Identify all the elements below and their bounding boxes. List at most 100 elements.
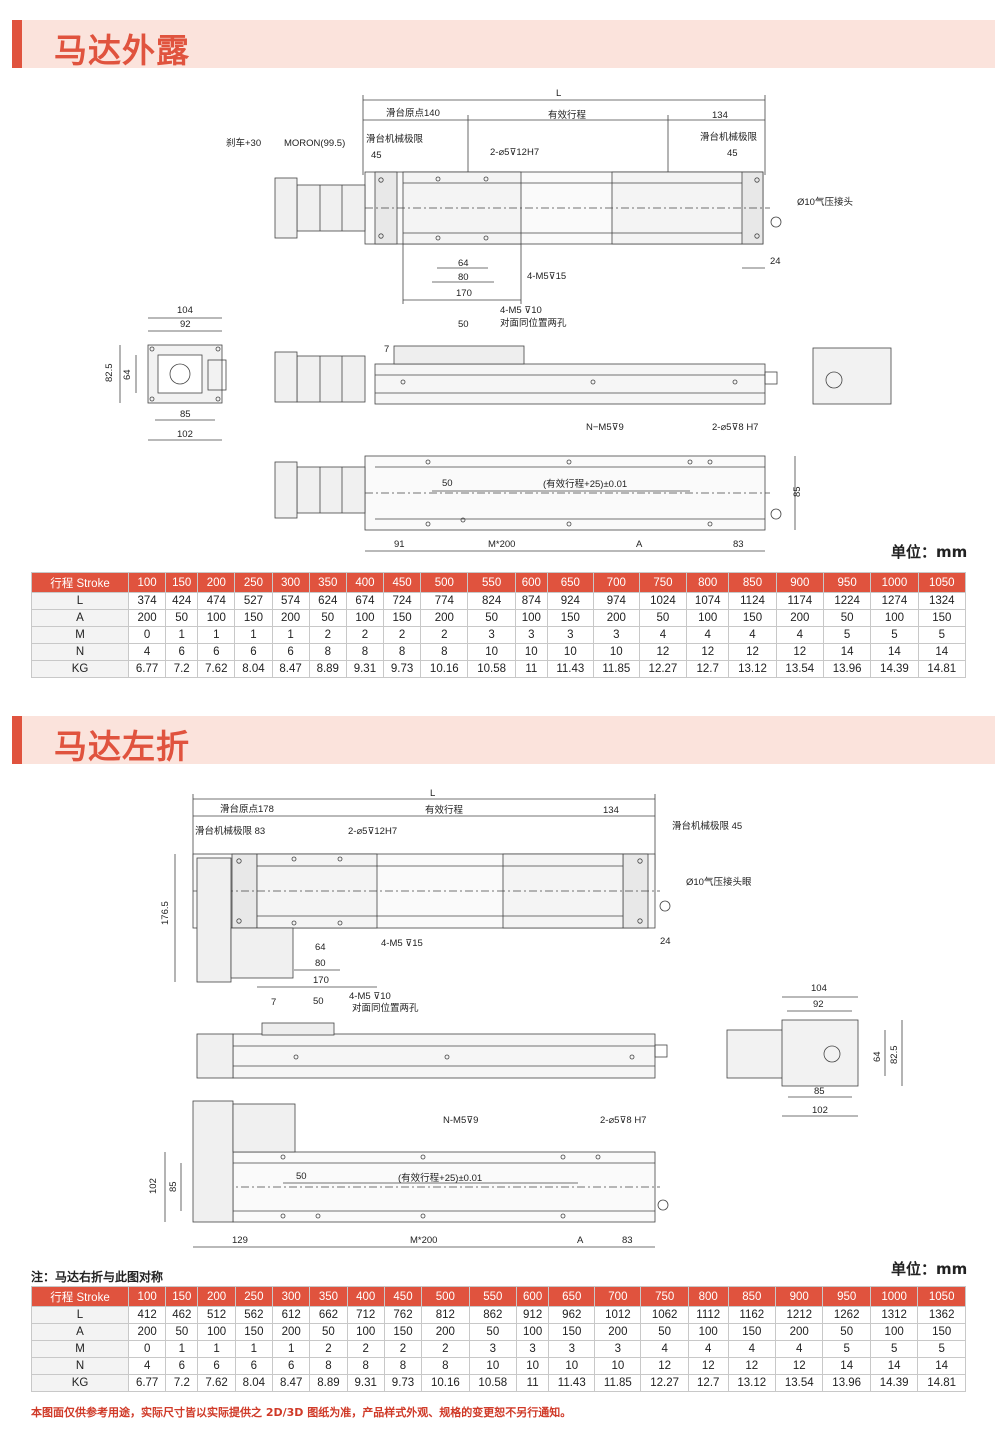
table-cell: 1262 [822, 1306, 871, 1324]
dim-102: 102 [177, 429, 193, 440]
dim-50-bottom-2: 50 [296, 1171, 307, 1182]
table-cell: 8.89 [309, 1374, 348, 1392]
table-cell: 9.73 [383, 1374, 423, 1392]
section-title: 马达外露 [54, 31, 190, 70]
table-cell: 150 [917, 1323, 966, 1341]
table-cell: 9.73 [382, 660, 422, 678]
table-cell: 11 [514, 660, 548, 678]
table-cell: 200 [594, 1323, 642, 1341]
table-cell: 8 [383, 1357, 423, 1375]
dim-end-2: 134 [603, 805, 619, 816]
table-cell: 11.43 [546, 660, 594, 678]
top-view-2 [174, 794, 671, 988]
table-cell: 5 [869, 1340, 919, 1358]
dim-85-bottom: 85 [792, 486, 803, 497]
header-stroke-value: 850 [727, 1286, 777, 1307]
row-header: L [31, 592, 129, 610]
header-stroke-value: 650 [546, 572, 594, 593]
bottom-view [274, 455, 796, 552]
table-cell: 100 [687, 1323, 729, 1341]
table-cell: 13.96 [822, 1374, 871, 1392]
note-mirror: 注：马达右折与此图对称 [31, 1270, 164, 1284]
header-stroke-value: 950 [822, 1286, 871, 1307]
table-cell: 8 [309, 1357, 348, 1375]
section-header-motor-exposed: 马达外露 [12, 20, 995, 70]
table-cell: 3 [516, 1340, 550, 1358]
table-cell: 762 [383, 1306, 423, 1324]
table-cell: 662 [309, 1306, 348, 1324]
dim-lim-right: 45 [727, 148, 738, 159]
header-stroke-value: 350 [308, 572, 347, 593]
dim-7-2: 7 [271, 997, 276, 1008]
table-cell: 1 [272, 1340, 311, 1358]
dim-82-5-2: 82.5 [889, 1046, 900, 1065]
table-cell: 412 [127, 1306, 167, 1324]
label-samehole-2: 对面同位置两孔 [352, 1002, 419, 1014]
header-stroke-value: 900 [775, 1286, 824, 1307]
table-cell: 10.16 [421, 1374, 470, 1392]
table-cell: 200 [272, 1323, 311, 1341]
drawing-motor-exposed: L 滑台原点140 有效行程 134 刹车+30 MORON(99.5) 滑台机… [104, 88, 892, 552]
table-cell: 0 [127, 626, 167, 644]
label-pin-top: 2-⌀5⊽12H7 [490, 147, 539, 158]
header-stroke-value: 700 [594, 1286, 642, 1307]
dim-50-bottom: 50 [442, 478, 453, 489]
table-cell: 862 [468, 1306, 518, 1324]
table-cell: 712 [346, 1306, 385, 1324]
label-nm5: N−M5⊽9 [586, 422, 624, 433]
section-header-motor-left-fold: 马达左折 [12, 716, 995, 766]
table-cell: 10.58 [468, 1374, 518, 1392]
table-cell: 3 [548, 1340, 596, 1358]
table-cell: 5 [822, 1340, 871, 1358]
table-cell: 13.96 [822, 660, 872, 678]
section-title: 马达左折 [54, 727, 190, 766]
header-stroke-value: 500 [421, 1286, 470, 1307]
label-screw-2: 4-M5 ⊽15 [381, 938, 423, 949]
header-stroke-value: 300 [272, 1286, 311, 1307]
dim-82-5: 82.5 [104, 364, 115, 383]
top-view [274, 95, 782, 304]
dim-moron: MORON(99.5) [284, 138, 345, 149]
label-samehole: 对面同位置两孔 [500, 317, 567, 329]
header-stroke-value: 500 [420, 572, 469, 593]
table-cell: 150 [382, 609, 422, 627]
dim-64: 64 [458, 258, 469, 269]
dim-80: 80 [458, 272, 469, 283]
header-stroke-value: 200 [197, 1286, 236, 1307]
side-view [274, 345, 892, 405]
table-cell: 0 [127, 1340, 167, 1358]
dim-brake: 刹车+30 [226, 137, 261, 149]
table-cell: 100 [197, 1323, 236, 1341]
label-mech-right: 滑台机械极限 [700, 131, 758, 143]
table-cell: 10 [546, 643, 594, 661]
dim-end: 134 [712, 110, 728, 121]
header-stroke-value: 650 [548, 1286, 596, 1307]
table-cell: 200 [271, 609, 310, 627]
dim-92-2: 92 [813, 999, 824, 1010]
label-screw2: 4-M5 ⊽10 [500, 305, 542, 316]
dim-64-end: 64 [122, 369, 133, 380]
header-stroke-value: 1000 [869, 1286, 919, 1307]
header-stroke-value: 600 [516, 1286, 550, 1307]
row-header: N [31, 1357, 129, 1375]
dim-A: A [636, 539, 643, 550]
table-cell: 8 [421, 1357, 470, 1375]
table-cell: 6.77 [127, 660, 167, 678]
table-cell: 100 [686, 609, 730, 627]
table-cell: 12.7 [687, 1374, 729, 1392]
header-stroke-value: 700 [592, 572, 640, 593]
table-cell: 13.54 [775, 1374, 824, 1392]
dim-stroke25: (有效行程+25)±0.01 [543, 478, 627, 490]
header-stroke-value: 100 [127, 1286, 167, 1307]
dim-origin: 滑台原点140 [386, 107, 440, 119]
header-stroke-value: 250 [234, 572, 273, 593]
dim-A-2: A [577, 1235, 584, 1246]
label-pin-top-2: 2-⌀5⊽12H7 [348, 826, 397, 837]
table-cell: 10 [548, 1357, 596, 1375]
table-cell: 100 [346, 1323, 385, 1341]
label-mech-right-2: 滑台机械极限 45 [672, 820, 742, 832]
unit-label-2: 单位：mm [891, 1260, 968, 1278]
